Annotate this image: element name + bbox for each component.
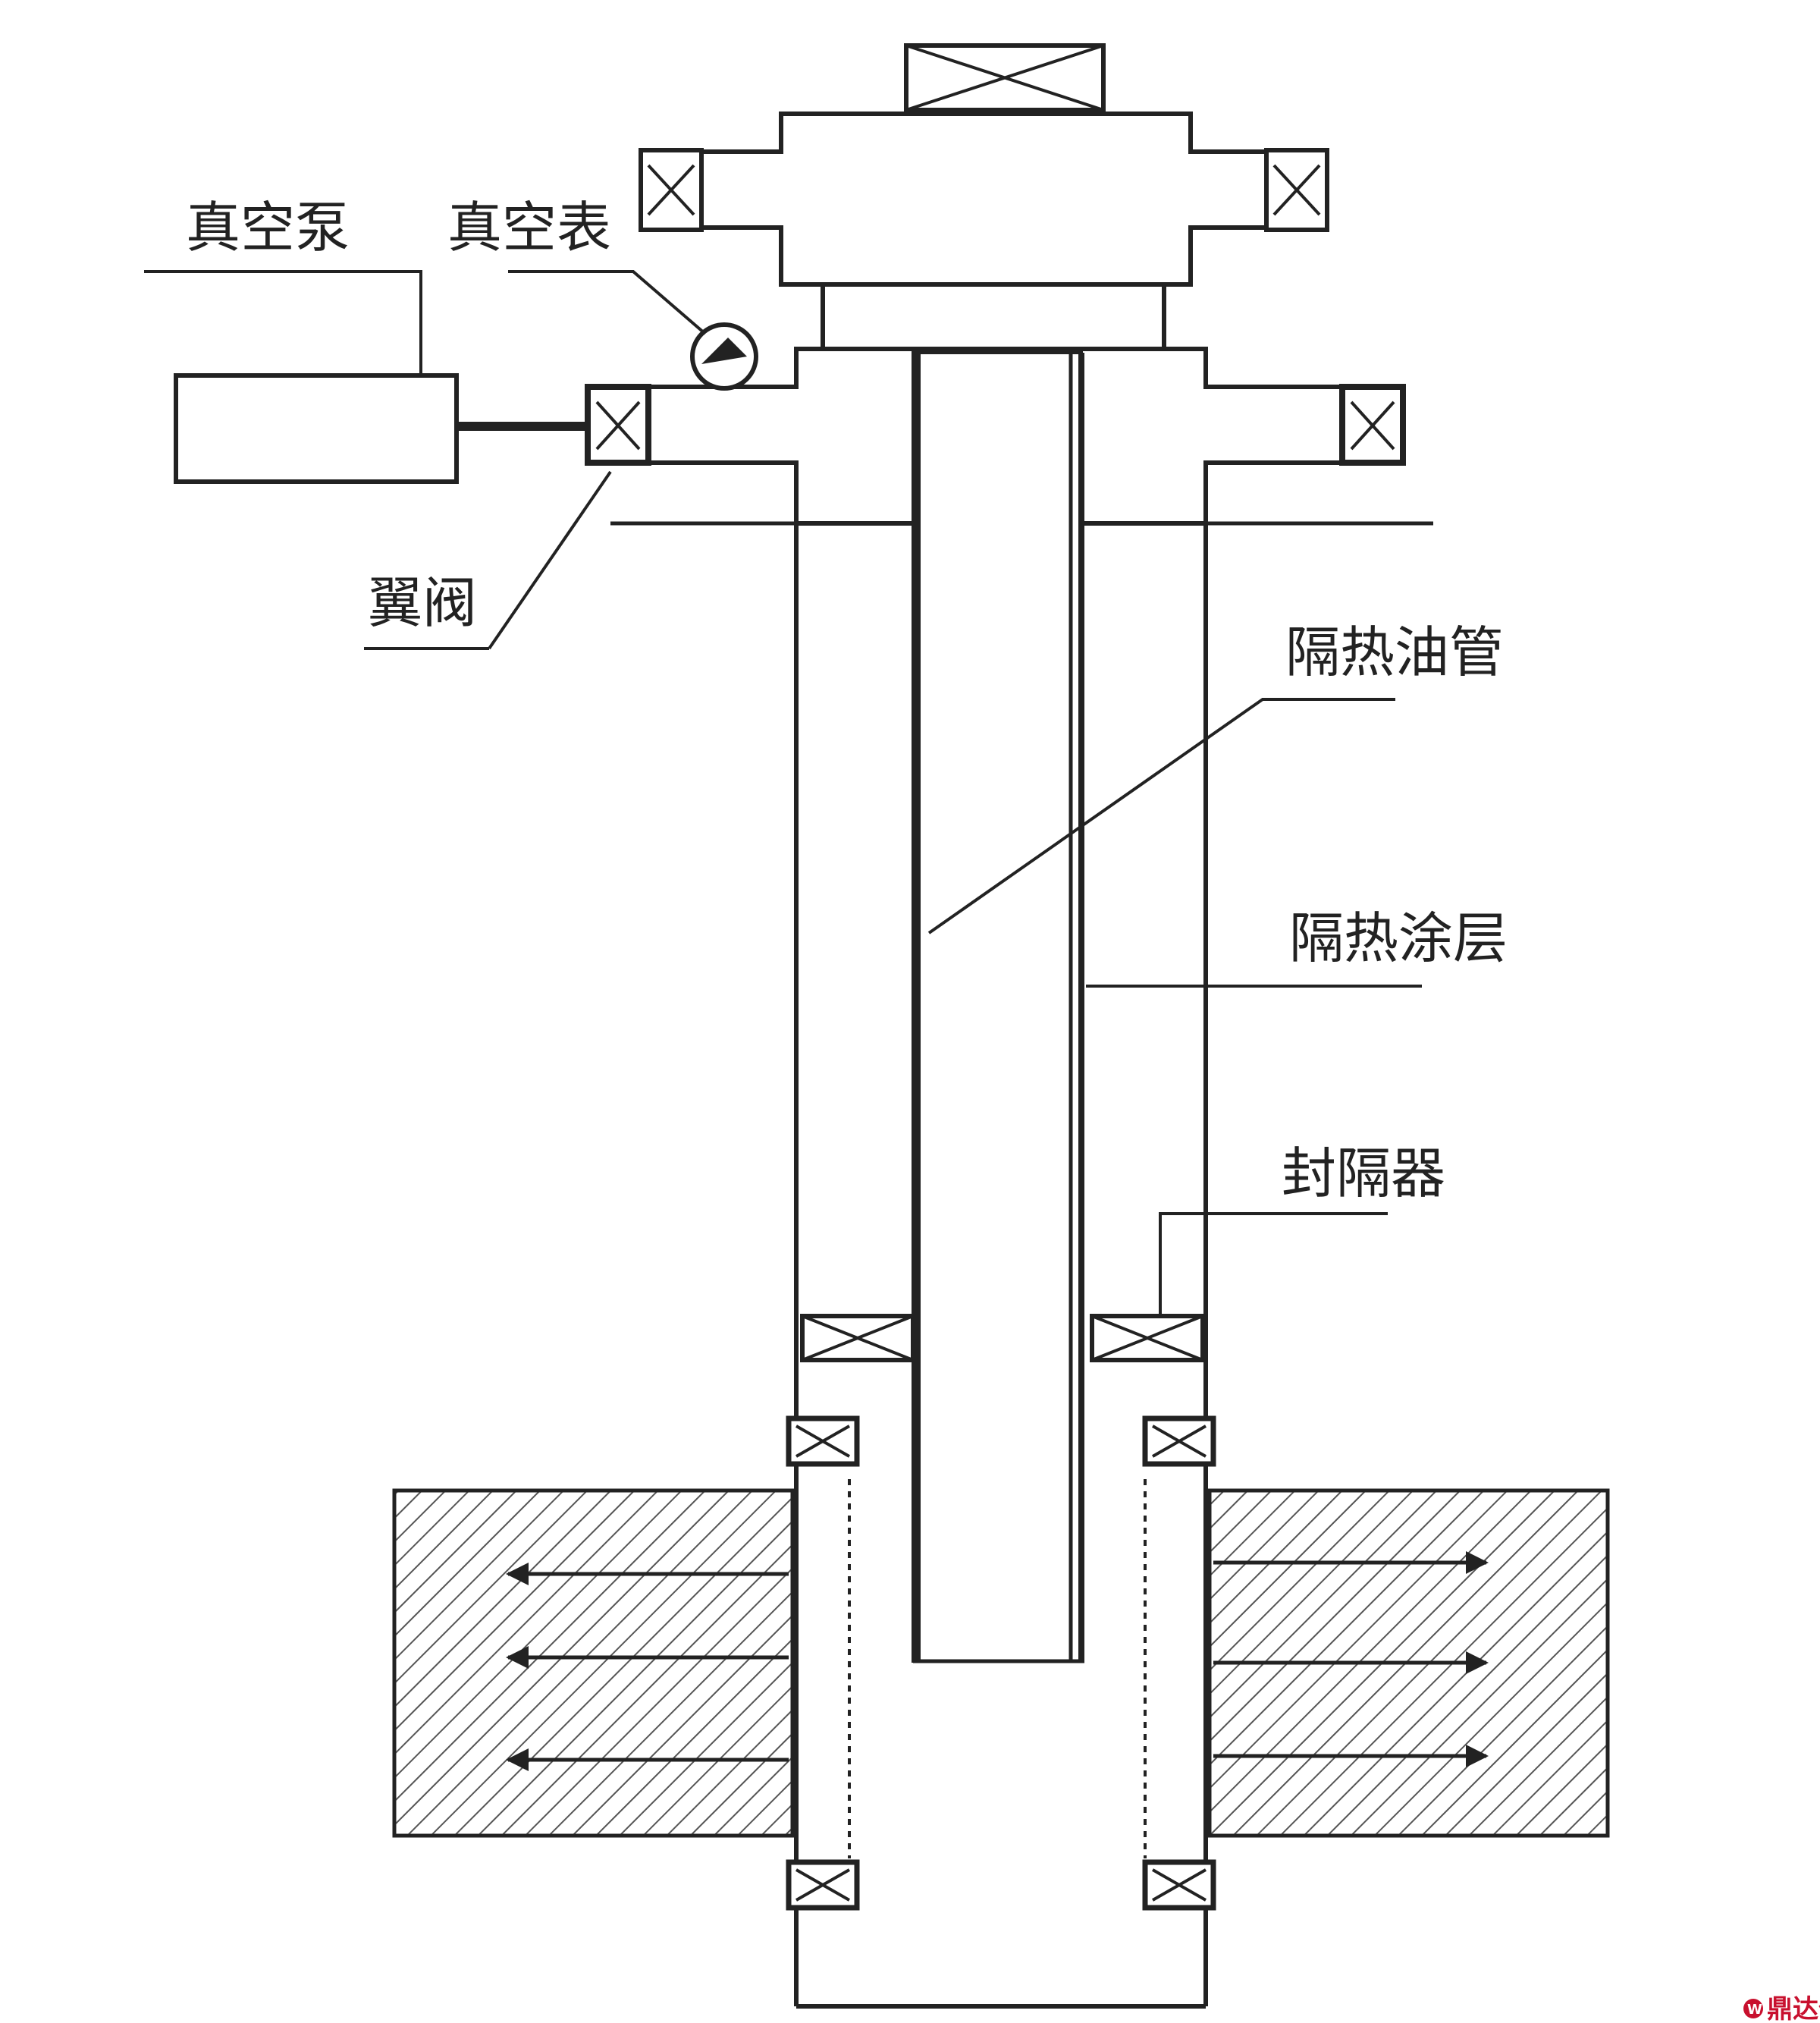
watermark: W 鼎达信 [1743, 1994, 1820, 2023]
watermark-badge: W [1747, 2002, 1762, 2018]
upper-right-valve [1264, 148, 1329, 232]
wellbore [786, 351, 1216, 2009]
vacuum-gauge-icon [690, 322, 758, 391]
formation-right [1207, 1488, 1610, 1838]
packer [800, 1314, 1205, 1362]
upper-left-valve [639, 148, 704, 232]
watermark-badge-icon [1743, 1999, 1763, 2018]
label-wing-valve: 翼阀 [368, 571, 477, 635]
wellhead-cross [699, 112, 1269, 287]
label-vacuum-pump: 真空泵 [186, 196, 350, 259]
label-vacuum-gauge: 真空表 [447, 196, 611, 259]
insulated-tubing [912, 351, 1083, 1663]
vacuum-pump [174, 373, 588, 484]
wellhead-neck [821, 282, 1166, 351]
label-insulated-tubing-group: 隔热油管 [927, 620, 1504, 935]
zone-valve-bottom-right [1142, 1859, 1216, 1911]
zone-valve-top-left [786, 1415, 860, 1467]
zone-valve-bottom-left [786, 1859, 860, 1911]
label-packer: 封隔器 [1282, 1142, 1445, 1205]
label-insulation-coating-group: 隔热涂层 [1086, 906, 1508, 988]
right-wing-valve [1339, 384, 1406, 466]
zone-valve-top-right [1142, 1415, 1216, 1467]
top-valve [904, 43, 1106, 112]
watermark-text: 鼎达信 [1767, 1994, 1820, 2023]
label-insulation-coating: 隔热涂层 [1289, 906, 1508, 970]
label-insulated-tubing: 隔热油管 [1285, 620, 1504, 684]
formation-left [392, 1488, 795, 1838]
label-vacuum-pump-group: 真空泵 [144, 196, 422, 375]
label-packer-group: 封隔器 [1159, 1142, 1445, 1316]
label-vacuum-gauge-group: 真空表 [447, 196, 707, 335]
label-wing-valve-group: 翼阀 [364, 470, 612, 650]
wing-valve [585, 384, 651, 466]
